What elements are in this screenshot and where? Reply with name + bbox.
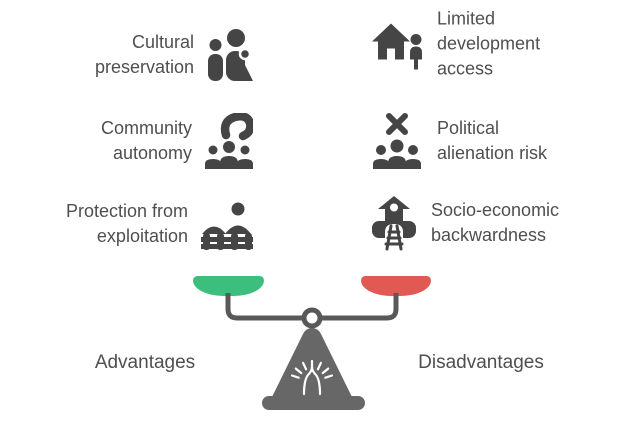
scale-pivot-icon xyxy=(301,307,323,329)
house-railway-icon xyxy=(372,195,416,251)
family-icon xyxy=(207,29,253,81)
advantages-scale-pan xyxy=(193,276,264,296)
lamp-icon xyxy=(290,359,334,396)
item-label-limited-development-access: Limited development access xyxy=(437,8,541,79)
item-label-community-autonomy: Community autonomy xyxy=(100,118,192,163)
scale-base xyxy=(262,396,365,410)
advantage-item-row: Protection from exploitation xyxy=(43,198,253,250)
disadvantage-item-row: Political alienation risk xyxy=(372,113,572,169)
disadvantages-scale-pan xyxy=(361,276,431,296)
advantages-label: Advantages xyxy=(94,352,196,373)
fence-hills-icon xyxy=(201,198,253,250)
item-label-socio-economic-backwardness: Socio-economic backwardness xyxy=(431,200,560,245)
item-label-political-alienation-risk: Political alienation risk xyxy=(437,118,548,163)
advantage-item-row: Cultural preservation xyxy=(74,29,253,81)
house-person-icon xyxy=(372,18,422,70)
crossed-out-people-icon xyxy=(372,113,422,169)
item-label-cultural-preservation: Cultural preservation xyxy=(94,32,194,77)
question-people-icon xyxy=(205,112,255,169)
disadvantage-item-row: Limited development access xyxy=(372,7,567,82)
disadvantages-label: Disadvantages xyxy=(418,352,544,373)
balance-scale xyxy=(225,293,399,410)
disadvantage-item-row: Socio-economic backwardness xyxy=(372,195,581,251)
item-label-protection-from-exploitation: Protection from exploitation xyxy=(65,201,188,246)
advantage-item-row: Community autonomy xyxy=(72,112,255,169)
